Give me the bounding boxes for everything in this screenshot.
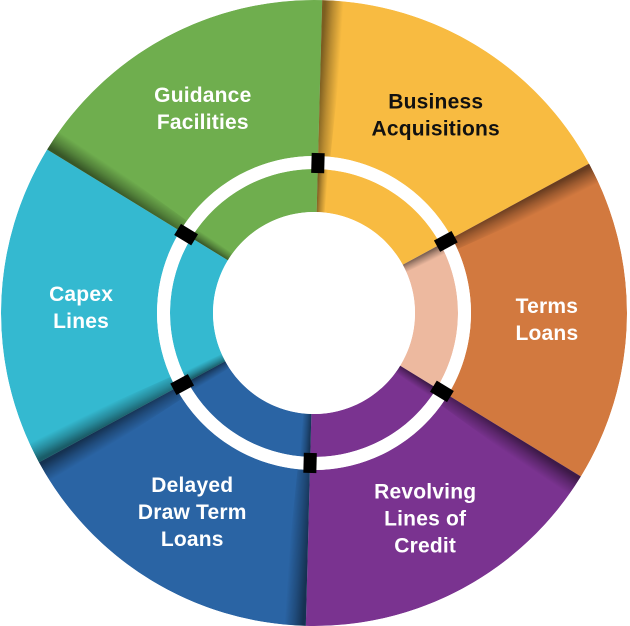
divider-tick-5 <box>174 223 199 246</box>
segment-business-acquisitions-outer <box>318 0 590 239</box>
segment-edge-shadow <box>281 469 310 626</box>
segment-edge-shadow <box>187 361 230 392</box>
segment-capex-lines-inner <box>170 237 228 382</box>
segment-terms-loans-outer <box>447 163 627 477</box>
divider-tick-3 <box>303 452 317 474</box>
segment-edge-shadow <box>298 413 312 457</box>
segment-guidance-facilities-inner <box>191 169 318 261</box>
segment-edge-shadow <box>441 395 581 497</box>
segment-edge-shadow <box>182 354 226 382</box>
segment-edge-shadow <box>38 387 183 484</box>
segment-terms-loans-inner <box>400 244 458 389</box>
segment-revolving-lines-of-credit-inner <box>310 365 437 457</box>
divider-tick-4 <box>170 374 195 396</box>
divider-tick-1 <box>433 230 458 252</box>
segment-edge-shadow <box>28 376 177 463</box>
segment-business-acquisitions-inner <box>316 169 441 265</box>
segment-edge-shadow <box>191 228 233 261</box>
segment-edge-shadow <box>316 169 330 213</box>
segment-capex-lines-outer <box>1 149 181 463</box>
divider-tick-2 <box>429 380 454 403</box>
divider-tick-0 <box>311 152 325 174</box>
segment-edge-shadow <box>402 244 446 272</box>
segment-edge-shadow <box>318 0 347 157</box>
segment-edge-shadow <box>395 365 437 398</box>
segment-delayed-draw-term-loans-inner <box>187 361 312 457</box>
segment-edge-shadow <box>451 163 600 250</box>
divider-ticks <box>170 152 458 474</box>
inner-ring <box>170 169 458 457</box>
segment-edge-shadow <box>47 129 187 231</box>
